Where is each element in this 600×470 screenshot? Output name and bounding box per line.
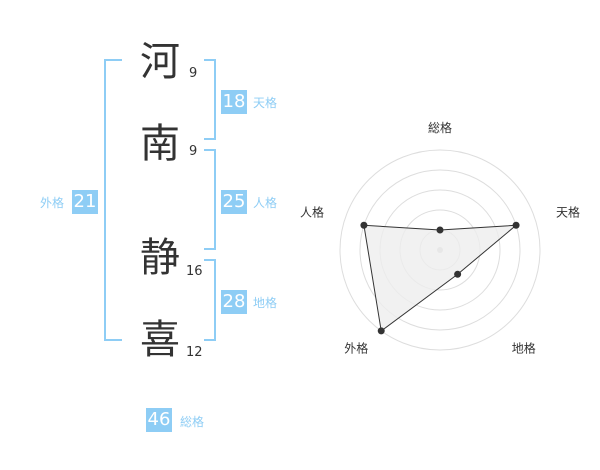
tenkaku-value: 18: [221, 90, 247, 114]
radar-ring: [359, 169, 521, 331]
radar-point-1: [512, 221, 520, 229]
jinkaku-bracket: [204, 149, 216, 250]
jinkaku-value: 25: [221, 190, 247, 214]
soukaku-value: 46: [146, 408, 172, 432]
name-char-2: 南: [140, 121, 180, 167]
radar-polygon: [363, 224, 518, 332]
radar-axis-label-4: 人格: [300, 204, 324, 219]
gaikaku-label: 外格: [40, 196, 65, 210]
radar-ring: [339, 149, 541, 351]
radar-axis-label-1: 天格: [556, 204, 580, 219]
stroke-count-1: 9: [189, 66, 198, 81]
tenkaku-bracket: [204, 59, 216, 140]
radar-series: [360, 221, 520, 335]
stroke-count-4: 12: [186, 345, 203, 360]
name-char-1: 河: [140, 39, 180, 85]
radar-axis-label-3: 外格: [344, 341, 368, 356]
jinkaku-label: 人格: [253, 196, 278, 210]
radar-point-4: [360, 221, 368, 229]
gaikaku-value: 21: [72, 190, 98, 214]
tenkaku-label: 天格: [253, 96, 278, 110]
gaikaku-bracket: [104, 59, 122, 341]
radar-point-2: [454, 270, 462, 278]
soukaku-label: 総格: [180, 415, 205, 429]
chikaku-bracket: [204, 259, 216, 341]
radar-point-0: [436, 226, 444, 234]
name-char-3: 静: [140, 235, 180, 281]
radar-axis-label-0: 総格: [428, 120, 452, 135]
stroke-count-2: 9: [189, 144, 198, 159]
name-char-4: 喜: [140, 317, 180, 363]
radar-axis-label-2: 地格: [512, 341, 536, 356]
radar-point-3: [377, 327, 385, 335]
stroke-count-3: 16: [186, 264, 203, 279]
chikaku-value: 28: [221, 290, 247, 314]
chikaku-label: 地格: [253, 296, 278, 310]
